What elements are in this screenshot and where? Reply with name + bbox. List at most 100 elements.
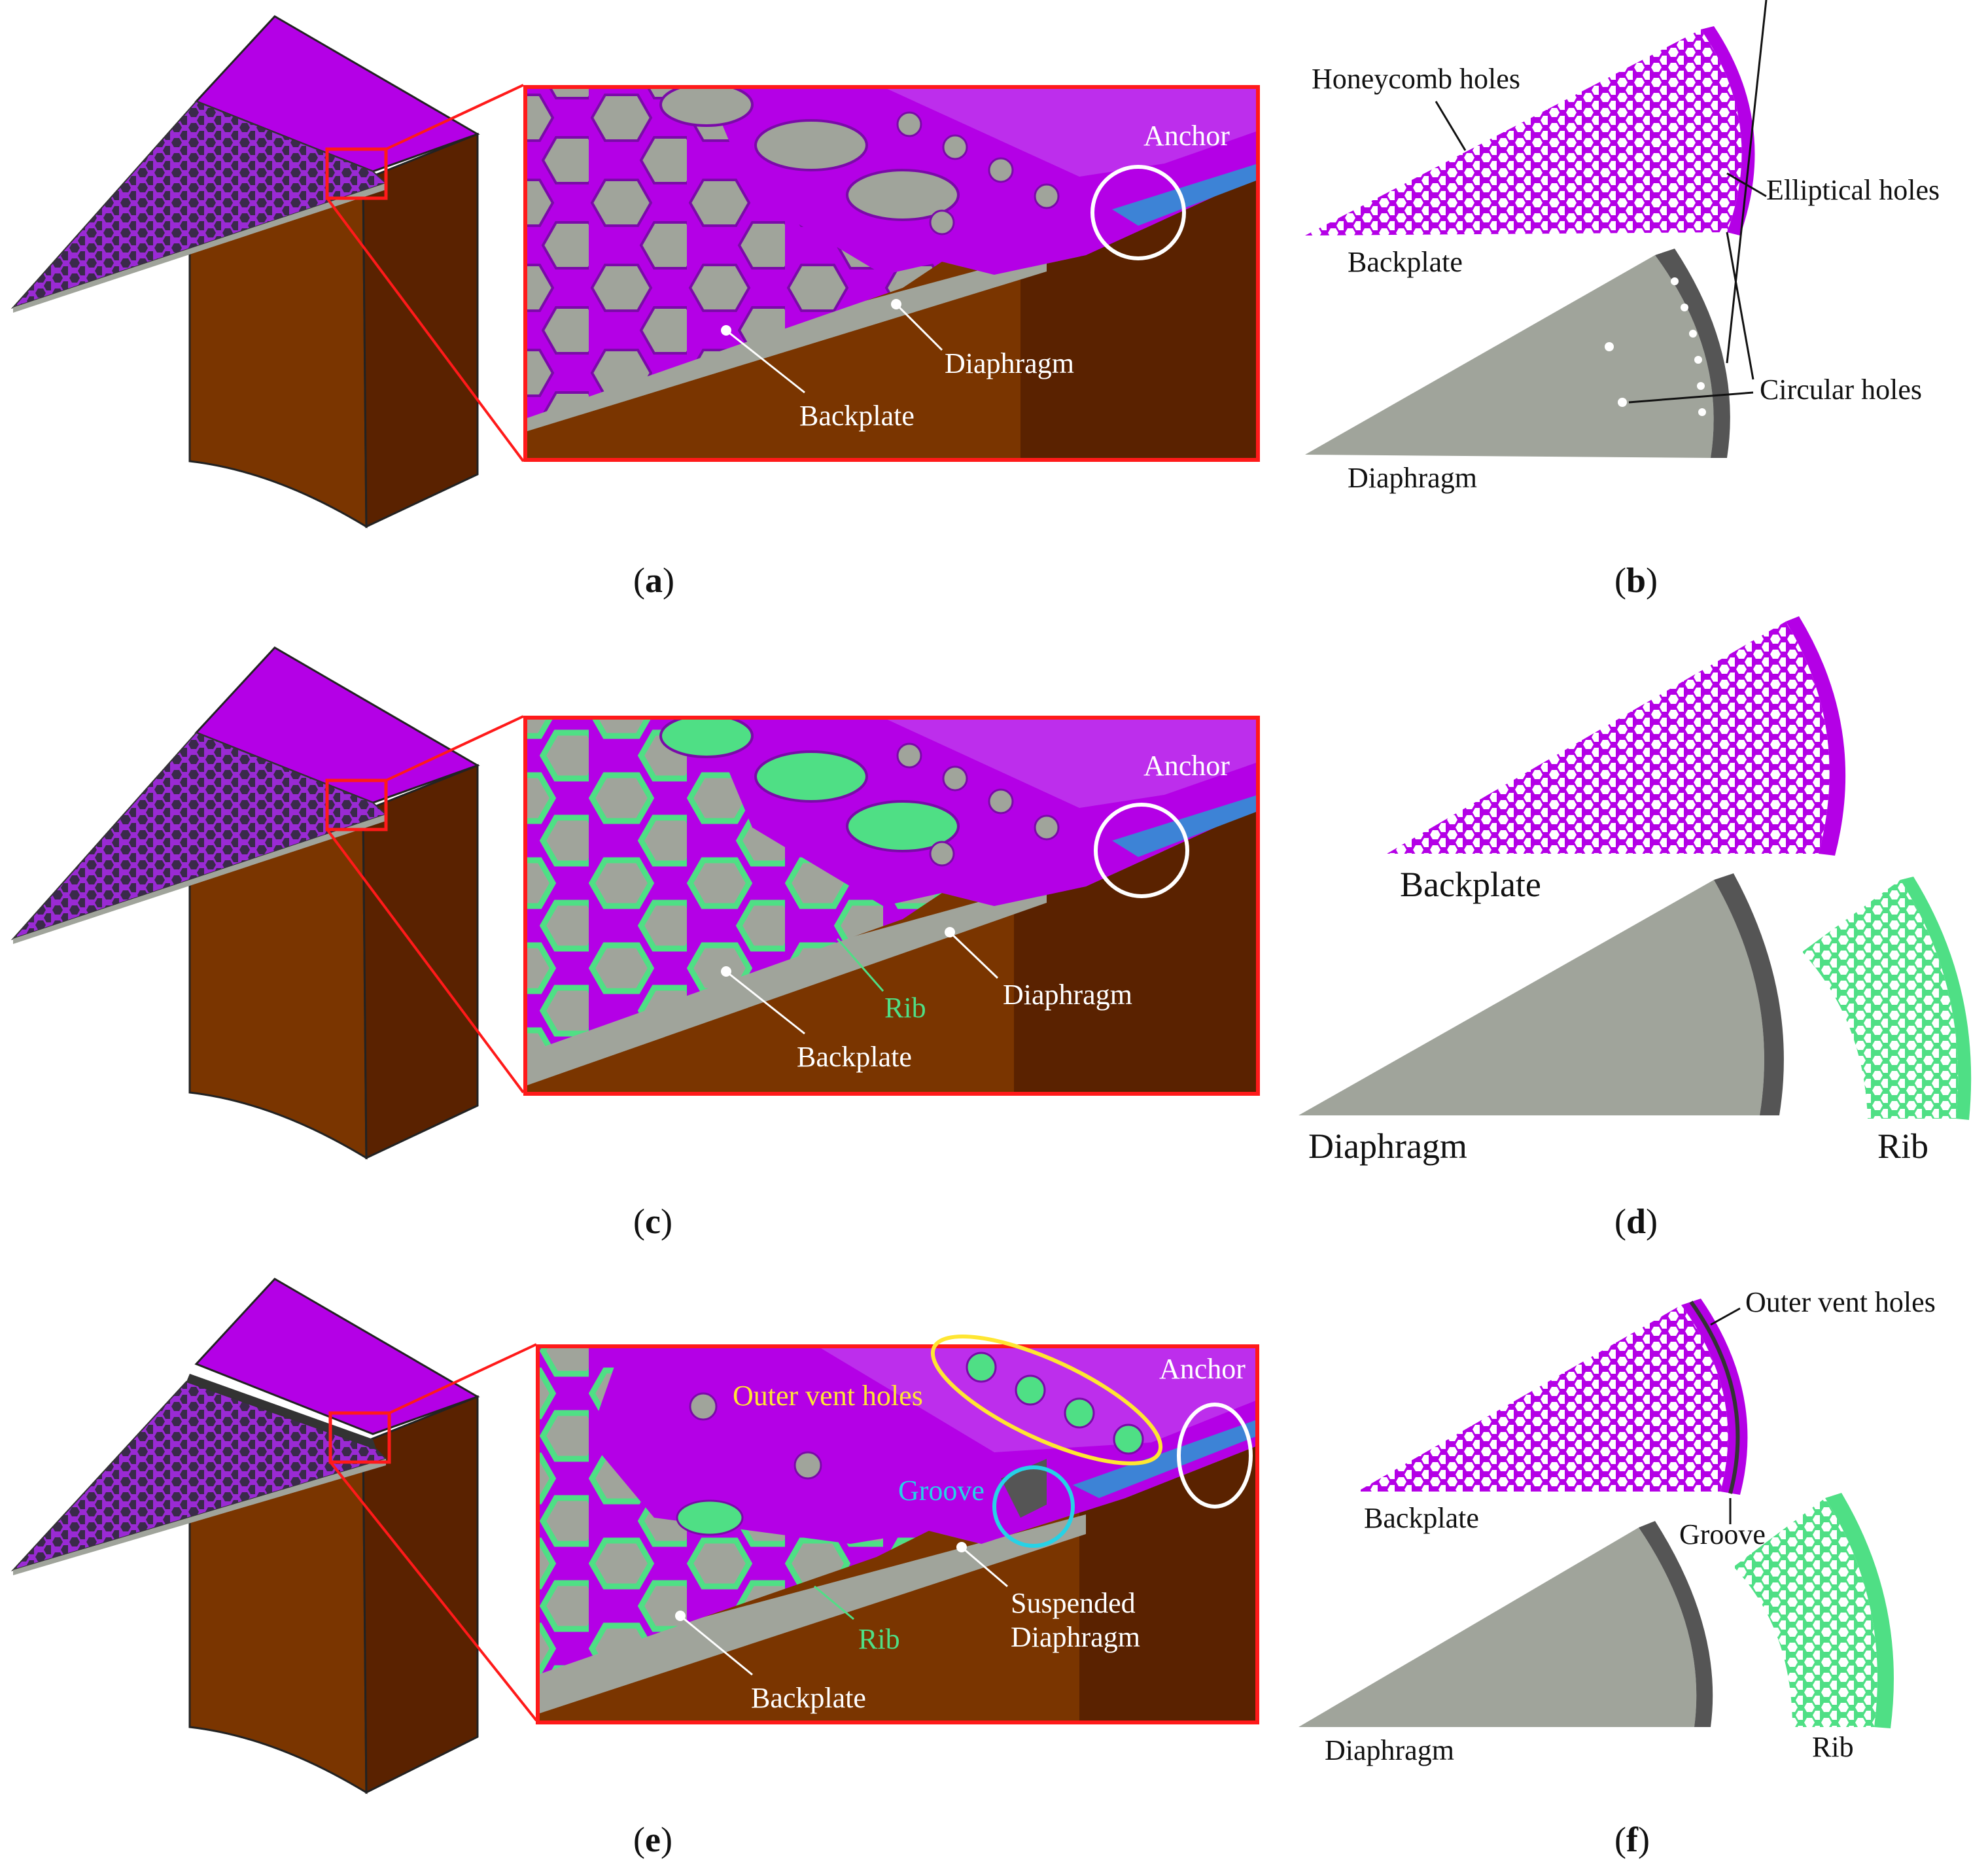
label-backplate-d: Backplate: [1400, 865, 1541, 904]
zoom-source-box-c: [325, 778, 388, 831]
zoom-source-box-a: [325, 147, 388, 200]
leader-rib-c: [836, 938, 884, 992]
leader-dot-backplate-e: [675, 1611, 686, 1621]
zoom-line-a1: [385, 84, 524, 150]
zoom-view-e: [538, 1346, 1257, 1722]
substrate-front-a: [188, 178, 368, 529]
groove-circle-e: [992, 1465, 1075, 1548]
zoom-ellipse-hole-a3: [659, 87, 754, 127]
zoom-rail-c: [883, 718, 1258, 808]
backplate-rim-b: [1701, 26, 1755, 236]
label-outer-vent-holes-f: Outer vent holes: [1745, 1286, 1936, 1318]
zoom-ellipse-hole-c2: [846, 800, 960, 852]
panel-f: Outer vent holes Backplate Groove Diaphr…: [1299, 1286, 1936, 1859]
zoom-substrate-side-e: [1079, 1446, 1257, 1722]
label-outer-vent-holes-e: Outer vent holes: [733, 1380, 923, 1412]
zoom-ellipse-hole-c3: [659, 718, 754, 758]
leader-circular-1: [1726, 232, 1754, 380]
substrate-side-c: [362, 763, 479, 1160]
zoom-ellipse-hole-a2: [846, 169, 960, 221]
device-model-a: [10, 15, 525, 529]
zoom-diaphragm-e: [538, 1514, 1086, 1714]
zoom-line-c1: [385, 715, 524, 782]
caption-f: (f): [1614, 1820, 1650, 1859]
leader-diaphragm-c: [949, 931, 999, 979]
circular-hole: [1689, 330, 1697, 338]
zoom-line-e1: [389, 1343, 537, 1414]
label-anchor-c: Anchor: [1143, 750, 1230, 782]
anchor-circle-a: [1090, 165, 1186, 260]
anchor-circle-e: [1177, 1403, 1253, 1509]
substrate-side-e: [362, 1395, 479, 1794]
label-rib-c: Rib: [884, 992, 926, 1024]
leader-diaphragm-a: [895, 303, 943, 351]
circular-holes-row-b: [1605, 277, 1706, 416]
label-anchor-e: Anchor: [1159, 1353, 1246, 1385]
zoom-vent-hole-e1: [966, 1352, 997, 1383]
zoom-frame-e: [536, 1344, 1259, 1724]
zoom-line-c2: [326, 828, 525, 1094]
diaphragm-rim-d: [1714, 873, 1784, 1115]
circular-hole: [1698, 408, 1706, 416]
label-rib-e: Rib: [858, 1623, 900, 1655]
zoom-circle-hole-c1: [896, 742, 922, 769]
zoom-vent-hole-e2: [1015, 1374, 1046, 1406]
zoom-circle-hole-a1: [896, 111, 922, 137]
diaphragm-rim-f: [1639, 1521, 1713, 1727]
label-rib-d: Rib: [1877, 1127, 1928, 1166]
backplate-sector-f: [1357, 1305, 1728, 1492]
caption-e: (e): [633, 1820, 672, 1859]
zoom-diaphragm-c: [525, 883, 1047, 1086]
rib-rim-f: [1825, 1493, 1894, 1728]
label-anchor-a: Anchor: [1143, 120, 1230, 152]
device-model-c: [10, 646, 525, 1160]
panel-d: Backplate Diaphragm Rib (d): [1299, 616, 1972, 1241]
zoom-circle-hole-a5: [929, 209, 955, 236]
backplate-sector-d: [1387, 621, 1830, 854]
backplate-rim-f: [1681, 1299, 1748, 1495]
label-backplate-b: Backplate: [1348, 246, 1463, 278]
outer-vent-ellipse-e: [930, 1335, 1163, 1465]
circular-hole: [1671, 277, 1679, 285]
diaphragm-sector-d: [1299, 880, 1764, 1115]
substrate-side-a: [362, 132, 479, 529]
label-diaphragm-b: Diaphragm: [1348, 462, 1477, 494]
label-backplate-c: Backplate: [797, 1041, 912, 1073]
zoom-view-c: [525, 718, 1258, 1094]
wedge-edge-a: [13, 183, 386, 313]
label-groove-f: Groove: [1679, 1518, 1766, 1550]
backplate-top-e: [194, 1278, 480, 1435]
leader-elliptical-2: [1726, 0, 1768, 364]
caption-a: (a): [633, 561, 674, 600]
zoom-anchor-step-e: [1073, 1420, 1257, 1498]
wedge-edge-e: [13, 1459, 386, 1575]
substrate-front-c: [188, 809, 368, 1160]
label-diaphragm-d: Diaphragm: [1308, 1127, 1467, 1166]
zoom-ellipse-hole-c1: [754, 750, 868, 803]
zoom-anchor-step-c: [1112, 795, 1258, 857]
panel-a: Anchor Diaphragm Backplate (a): [10, 15, 1260, 600]
panel-e: Outer vent holes Anchor Groove Suspended…: [10, 1278, 1259, 1859]
leader-outer-vent-f: [1710, 1307, 1741, 1326]
anchor-circle-c: [1094, 803, 1189, 898]
substrate-front-e: [188, 1441, 368, 1794]
zoom-frame-c: [523, 716, 1260, 1096]
diaphragm-sector-b: [1305, 255, 1714, 458]
leader-dot-backplate-c: [721, 966, 731, 977]
leader-circular-2: [1628, 391, 1754, 404]
zoom-circle-hole-e2: [793, 1451, 822, 1480]
device-model-e: [10, 1278, 538, 1794]
label-backplate-f: Backplate: [1364, 1502, 1479, 1534]
label-diaphragm-f: Diaphragm: [1325, 1734, 1454, 1766]
label-honeycomb-holes: Honeycomb holes: [1312, 63, 1520, 95]
leader-dot-diaphragm-c: [945, 927, 955, 937]
zoom-anchor-step-a: [1112, 164, 1258, 226]
zoom-circle-hole-e1: [689, 1392, 718, 1421]
wedge-edge-c: [13, 814, 386, 944]
zoom-rail-a: [883, 87, 1258, 177]
zoom-circle-hole-c3: [988, 788, 1014, 814]
leader-backplate-c: [725, 970, 805, 1035]
zoom-ellipse-hole-e1: [676, 1499, 744, 1536]
backplate-rim-d: [1786, 616, 1846, 856]
